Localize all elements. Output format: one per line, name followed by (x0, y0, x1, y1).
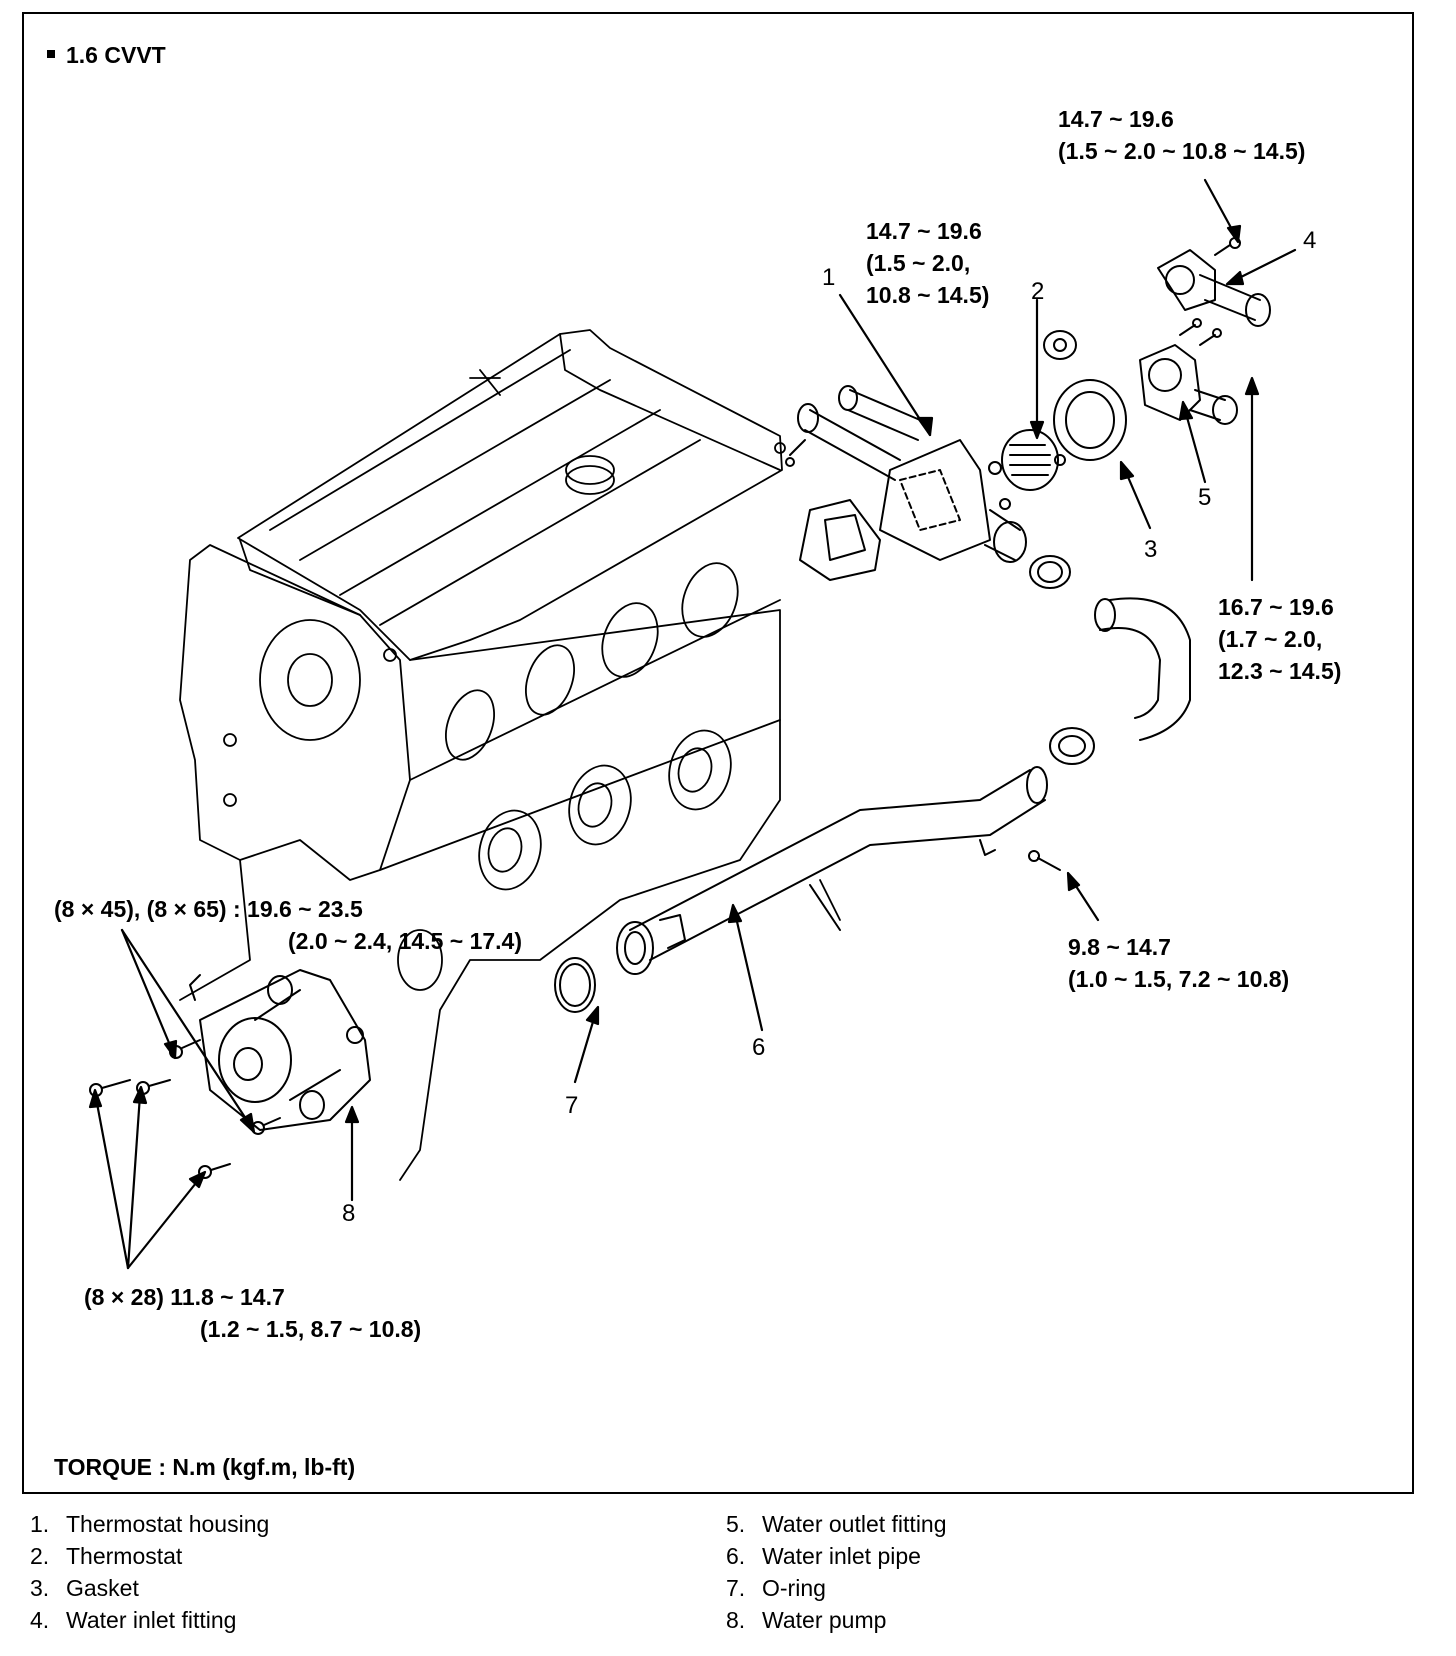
torque-outlet-line2: (1.7 ~ 2.0, (1218, 626, 1323, 652)
callout-7: 7 (565, 1092, 579, 1119)
gasket-drawing (1043, 330, 1127, 461)
thermostat-housing-drawing (785, 385, 1027, 581)
callout-2: 2 (1031, 278, 1045, 305)
water-inlet-pipe-drawing (616, 766, 1048, 975)
legend-item: 8.Water pump (726, 1607, 887, 1633)
o-ring-drawing (554, 957, 596, 1013)
torque-outlet-line1: 16.7 ~ 19.6 (1218, 594, 1334, 620)
torque-fitting4-line2: (1.5 ~ 2.0 ~ 10.8 ~ 14.5) (1058, 138, 1306, 164)
housing-gasket (799, 499, 881, 581)
head-cover (237, 329, 783, 661)
thermostat-drawing (1001, 429, 1066, 491)
callout-8: 8 (342, 1200, 356, 1227)
torque-pipe-line2: (1.0 ~ 1.5, 7.2 ~ 10.8) (1068, 966, 1290, 992)
callout-1: 1 (822, 264, 836, 291)
leader-lines (88, 178, 1297, 1270)
parts-legend-right: 5.Water outlet fitting 6.Water inlet pip… (726, 1508, 947, 1636)
engine-title: 1.6 CVVT (66, 42, 166, 68)
water-pump-drawing (189, 969, 371, 1131)
header-bullet (47, 50, 55, 58)
torque-housing-line2: (1.5 ~ 2.0, (866, 250, 971, 276)
engine-block-drawing (179, 329, 841, 1181)
callout-3: 3 (1144, 536, 1158, 563)
oil-filler-cap (565, 465, 615, 495)
torque-pump-short-line2: (1.2 ~ 1.5, 8.7 ~ 10.8) (200, 1316, 422, 1342)
parts-legend-left: 1.Thermostat housing 2.Thermostat 3.Gask… (30, 1508, 269, 1636)
timing-cover (179, 544, 411, 881)
water-inlet-fitting-drawing (1157, 237, 1271, 327)
legend-item: 5.Water outlet fitting (726, 1511, 947, 1537)
torque-outlet-line3: 12.3 ~ 14.5) (1218, 658, 1342, 684)
callout-6: 6 (752, 1034, 766, 1061)
callout-4: 4 (1303, 227, 1317, 254)
hose-and-clamps-drawing (1029, 555, 1191, 765)
cylinder-block (399, 609, 781, 1181)
legend-item: 3.Gasket (30, 1575, 139, 1601)
torque-pipe-line1: 9.8 ~ 14.7 (1068, 934, 1171, 960)
torque-housing-line1: 14.7 ~ 19.6 (866, 218, 982, 244)
water-outlet-fitting-drawing (1139, 318, 1238, 425)
callout-5: 5 (1198, 484, 1212, 511)
torque-unit-note: TORQUE : N.m (kgf.m, lb-ft) (54, 1454, 356, 1480)
legend-item: 6.Water inlet pipe (726, 1543, 921, 1569)
diagram-frame (22, 12, 1414, 1494)
torque-fitting4-line1: 14.7 ~ 19.6 (1058, 106, 1174, 132)
pump-bolts (89, 1039, 281, 1179)
legend-item: 7.O-ring (726, 1575, 826, 1601)
legend-item: 4.Water inlet fitting (30, 1607, 237, 1633)
pipe-bracket-bolt (1028, 850, 1061, 871)
torque-housing-line3: 10.8 ~ 14.5) (866, 282, 990, 308)
torque-pump-short-line1: (8 × 28) 11.8 ~ 14.7 (84, 1284, 285, 1310)
torque-pump-long-line1: (8 × 45), (8 × 65) : 19.6 ~ 23.5 (54, 896, 363, 922)
torque-pump-long-line2: (2.0 ~ 2.4, 14.5 ~ 17.4) (288, 928, 522, 954)
legend-item: 2.Thermostat (30, 1543, 183, 1569)
legend-item: 1.Thermostat housing (30, 1511, 270, 1537)
